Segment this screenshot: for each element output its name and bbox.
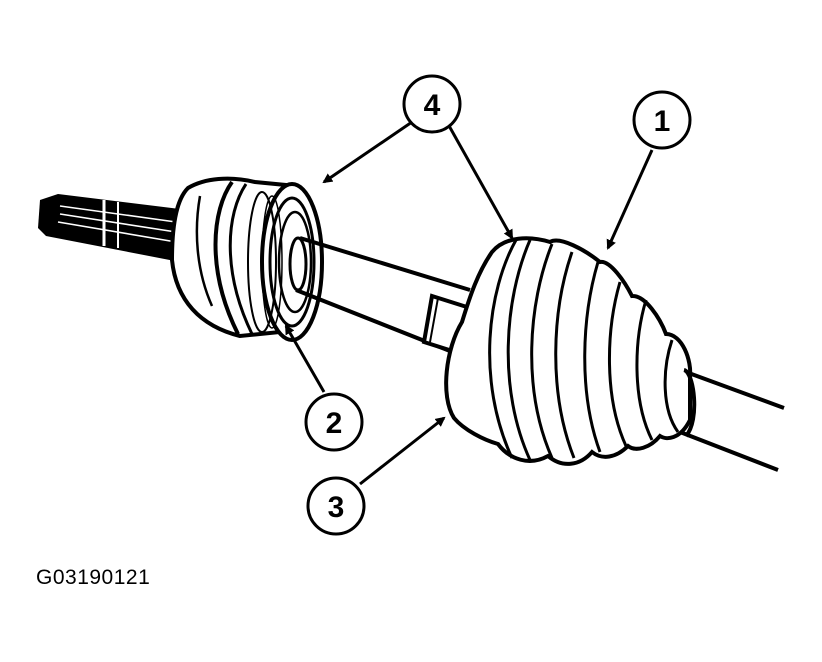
callout-3-label: 3 (328, 491, 345, 524)
leader-4b (446, 123, 514, 240)
splined-stub-shaft (38, 194, 188, 262)
leader-3 (359, 416, 446, 486)
leader-4a (322, 120, 413, 184)
callout-4-label: 4 (424, 89, 441, 122)
callout-4: 4 (402, 74, 462, 134)
callout-3: 3 (306, 476, 366, 536)
cv-boot (444, 236, 697, 466)
callout-1: 1 (632, 90, 692, 150)
callout-2: 2 (304, 392, 364, 452)
leader-2 (284, 324, 326, 393)
leader-1 (606, 149, 654, 250)
callout-2-label: 2 (326, 407, 343, 440)
cv-joint-housing (169, 176, 324, 342)
callout-leaders (284, 120, 654, 486)
callout-1-label: 1 (654, 105, 671, 138)
figure-code: G03190121 (36, 566, 151, 589)
